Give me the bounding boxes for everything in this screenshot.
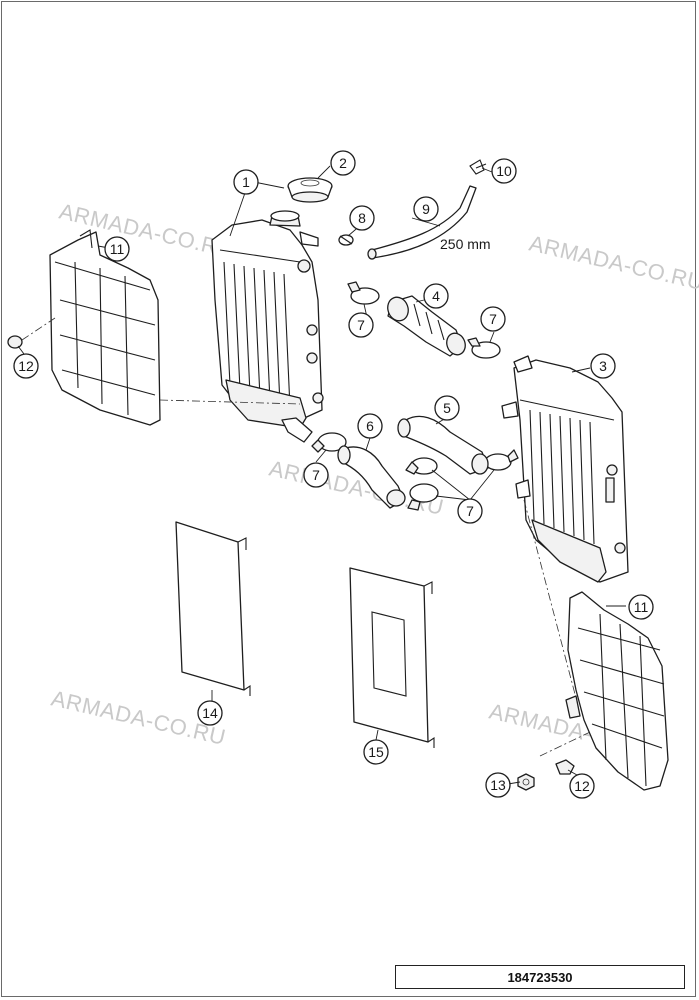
gasket-plate	[175, 521, 251, 696]
callout-12: 12	[569, 773, 595, 799]
callout-11: 11	[104, 236, 130, 262]
left-radiator	[211, 210, 324, 443]
svg-text:15: 15	[368, 744, 384, 760]
right-radiator-guard	[565, 591, 669, 791]
radiator-cap	[287, 177, 333, 203]
reference-number: 184723530	[507, 969, 573, 985]
svg-text:7: 7	[489, 311, 497, 327]
svg-text:3: 3	[599, 358, 607, 374]
svg-text:10: 10	[496, 163, 512, 179]
svg-text:8: 8	[358, 210, 366, 226]
svg-text:6: 6	[366, 418, 374, 434]
alignment-line	[523, 499, 577, 699]
svg-text:12: 12	[18, 358, 34, 374]
callout-7: 7	[303, 462, 329, 488]
callout-12: 12	[13, 353, 39, 379]
svg-text:1: 1	[242, 174, 250, 190]
svg-text:7: 7	[312, 467, 320, 483]
small-hose-clamp	[338, 234, 354, 246]
callout-1: 1	[233, 169, 259, 195]
callout-13: 13	[485, 772, 511, 798]
callout-7: 7	[457, 498, 483, 524]
hose-connector	[387, 295, 466, 357]
callout-15: 15	[363, 739, 389, 765]
callout-7: 7	[480, 306, 506, 332]
callouts: 1 2 3 4 5 6 7 7 7 7 8 9 10 11 11 12 12 1…	[13, 150, 654, 799]
svg-text:5: 5	[443, 400, 451, 416]
svg-text:9: 9	[422, 201, 430, 217]
svg-text:13: 13	[490, 777, 506, 793]
callout-6: 6	[357, 413, 383, 439]
callout-5: 5	[434, 395, 460, 421]
svg-text:14: 14	[202, 705, 218, 721]
hose-length-label: 250 mm	[440, 236, 491, 252]
alignment-line	[159, 399, 301, 405]
callout-4: 4	[423, 283, 449, 309]
left-bolt	[7, 317, 56, 349]
svg-text:2: 2	[339, 155, 347, 171]
left-radiator-guard	[49, 229, 161, 426]
gasket-window-plate	[349, 567, 435, 748]
callout-11: 11	[628, 594, 654, 620]
callout-8: 8	[349, 205, 375, 231]
right-radiator	[501, 355, 629, 583]
lower-hose	[337, 445, 406, 509]
svg-text:11: 11	[110, 241, 125, 257]
upper-hose	[397, 415, 489, 475]
callout-9: 9	[413, 196, 439, 222]
callout-10: 10	[491, 158, 517, 184]
callout-14: 14	[197, 700, 223, 726]
breather-hose	[367, 185, 477, 260]
hose-clamps	[311, 281, 519, 511]
right-fasteners	[517, 759, 575, 791]
callout-3: 3	[590, 353, 616, 379]
svg-text:12: 12	[574, 778, 590, 794]
svg-text:4: 4	[432, 288, 440, 304]
hose-clip	[469, 159, 487, 175]
svg-text:7: 7	[466, 503, 474, 519]
callout-2: 2	[330, 150, 356, 176]
callout-7: 7	[348, 312, 374, 338]
watermark: ARMADA-CO.RU	[527, 231, 699, 295]
reference-number-box: 184723530	[395, 965, 685, 989]
svg-text:7: 7	[357, 317, 365, 333]
svg-text:11: 11	[634, 599, 649, 615]
